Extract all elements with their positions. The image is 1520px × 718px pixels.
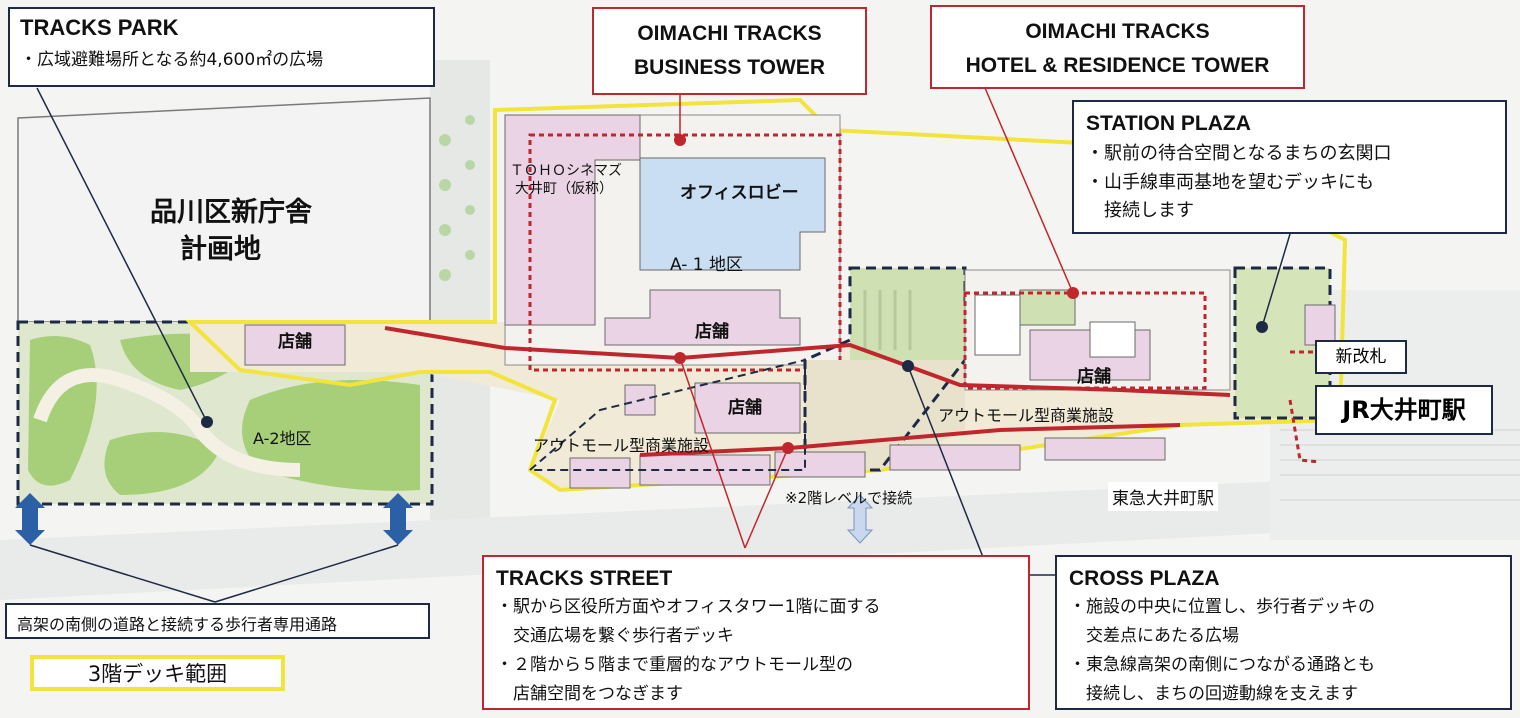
shop-label-hotel: 店舗 bbox=[1077, 367, 1111, 387]
a2-label: A-2地区 bbox=[253, 429, 312, 448]
shop-label-a1: 店舗 bbox=[695, 322, 729, 342]
deck-range-legend: 3階デッキ範囲 bbox=[30, 655, 285, 691]
outmall-label-east: アウトモール型商業施設 bbox=[938, 406, 1115, 425]
business-tower-outline bbox=[528, 133, 842, 372]
tracks-park-title: TRACKS PARK bbox=[20, 15, 179, 40]
trees bbox=[439, 115, 475, 281]
tracks-street-title: TRACKS STREET bbox=[496, 567, 673, 590]
road-vertical bbox=[430, 60, 490, 530]
station-plaza-title: STATION PLAZA bbox=[1086, 112, 1251, 135]
toho-label-2: 大井町（仮称） bbox=[515, 181, 613, 197]
hotel-block-1 bbox=[974, 294, 1021, 356]
level2-note: ※2階レベルで接続 bbox=[785, 489, 913, 507]
office-lobby-label: オフィスロビー bbox=[680, 183, 799, 203]
tracks-street-line-1: ・駅から区役所方面やオフィスタワー1階に面する bbox=[496, 597, 881, 617]
hotel-tower-line-2: HOTEL & RESIDENCE TOWER bbox=[965, 54, 1270, 77]
tracks-street-route-south bbox=[639, 423, 1181, 457]
deck-range-text: 3階デッキ範囲 bbox=[87, 662, 228, 686]
station-plaza-callout: STATION PLAZA ・駅前の待合空間となるまちの玄関口 ・山手線車両基地… bbox=[1072, 100, 1507, 234]
a1-shop-building bbox=[604, 289, 801, 346]
station-gate-building bbox=[1304, 304, 1336, 346]
outmall-boundary bbox=[527, 358, 806, 471]
park-path bbox=[33, 368, 301, 477]
business-tower-line-1: OIMACHI TRACKS bbox=[637, 22, 822, 45]
hotel-tower-line-1: OIMACHI TRACKS bbox=[1025, 20, 1210, 43]
cross-plaza-line-3: ・東急線高架の南側につながる通路とも bbox=[1069, 655, 1375, 675]
leader-lines bbox=[29, 87, 1291, 603]
business-tower-callout: OIMACHI TRACKS BUSINESS TOWER bbox=[592, 7, 867, 95]
tracks-street-line-4: 店舗空間をつなぎます bbox=[496, 684, 683, 704]
tracks-street-route bbox=[384, 326, 1231, 397]
double-arrow-icon bbox=[846, 494, 874, 544]
shop-label-a2: 店舗 bbox=[278, 332, 312, 352]
shop-label-mid: 店舗 bbox=[728, 398, 762, 418]
outmall-label-west: アウトモール型商業施設 bbox=[533, 436, 710, 455]
hotel-block-2 bbox=[1089, 321, 1136, 358]
cross-plaza-line-4: 接続し、まちの回遊動線を支えます bbox=[1069, 684, 1358, 704]
station-plaza-line-3: 接続します bbox=[1086, 200, 1194, 221]
double-arrow-icon bbox=[15, 493, 413, 545]
cross-plaza-line-1: ・施設の中央に位置し、歩行者デッキの bbox=[1069, 597, 1375, 617]
office-lobby-building bbox=[639, 157, 826, 271]
jr-station-label: JR大井町駅 bbox=[1315, 385, 1493, 435]
station-plaza-line-1: ・駅前の待合空間となるまちの玄関口 bbox=[1086, 143, 1392, 164]
tracks-park-text: ・広域避難場所となる約4,600㎡の広場 bbox=[20, 50, 324, 70]
station-route bbox=[1288, 350, 1321, 464]
new-gate-label: 新改札 bbox=[1315, 340, 1407, 374]
city-hall-label: 品川区新庁舎 bbox=[150, 197, 312, 228]
toho-label: ＴＯＨＯシネマズ bbox=[510, 163, 622, 179]
toho-building bbox=[504, 114, 641, 326]
a1-label: A- 1 地区 bbox=[670, 255, 744, 275]
hotel-tower-callout: OIMACHI TRACKS HOTEL & RESIDENCE TOWER bbox=[930, 5, 1305, 89]
mid-shop-building bbox=[694, 382, 801, 434]
tracks-street-callout: TRACKS STREET ・駅から区役所方面やオフィスタワー1階に面する 交通… bbox=[482, 555, 1030, 710]
cross-plaza-line-2: 交差点にあたる広場 bbox=[1069, 626, 1239, 646]
tracks-street-line-2: 交通広場を繋ぐ歩行者デッキ bbox=[496, 626, 734, 646]
cross-plaza-title: CROSS PLAZA bbox=[1069, 567, 1220, 590]
pedestrian-path-text: 高架の南側の道路と接続する歩行者専用通路 bbox=[17, 615, 338, 634]
tracks-park-callout: TRACKS PARK ・広域避難場所となる約4,600㎡の広場 bbox=[8, 7, 435, 87]
city-hall-label-2: 計画地 bbox=[180, 234, 261, 265]
tracks-street-line-3: ・２階から５階まで重層的なアウトモール型の bbox=[496, 655, 853, 675]
a2-boundary bbox=[16, 320, 434, 506]
pedestrian-path-callout: 高架の南側の道路と接続する歩行者専用通路 bbox=[5, 603, 430, 639]
tokyu-station-label: 東急大井町駅 bbox=[1108, 482, 1218, 511]
a2-shop-building bbox=[244, 324, 346, 366]
station-plaza-line-2: ・山手線車両基地を望むデッキにも bbox=[1086, 172, 1374, 193]
cross-plaza-callout: CROSS PLAZA ・施設の中央に位置し、歩行者デッキの 交差点にあたる広場… bbox=[1055, 555, 1512, 710]
cross-plaza-stripes bbox=[863, 290, 912, 350]
business-tower-line-2: BUSINESS TOWER bbox=[634, 56, 825, 79]
hotel-courtyard bbox=[1019, 289, 1076, 326]
